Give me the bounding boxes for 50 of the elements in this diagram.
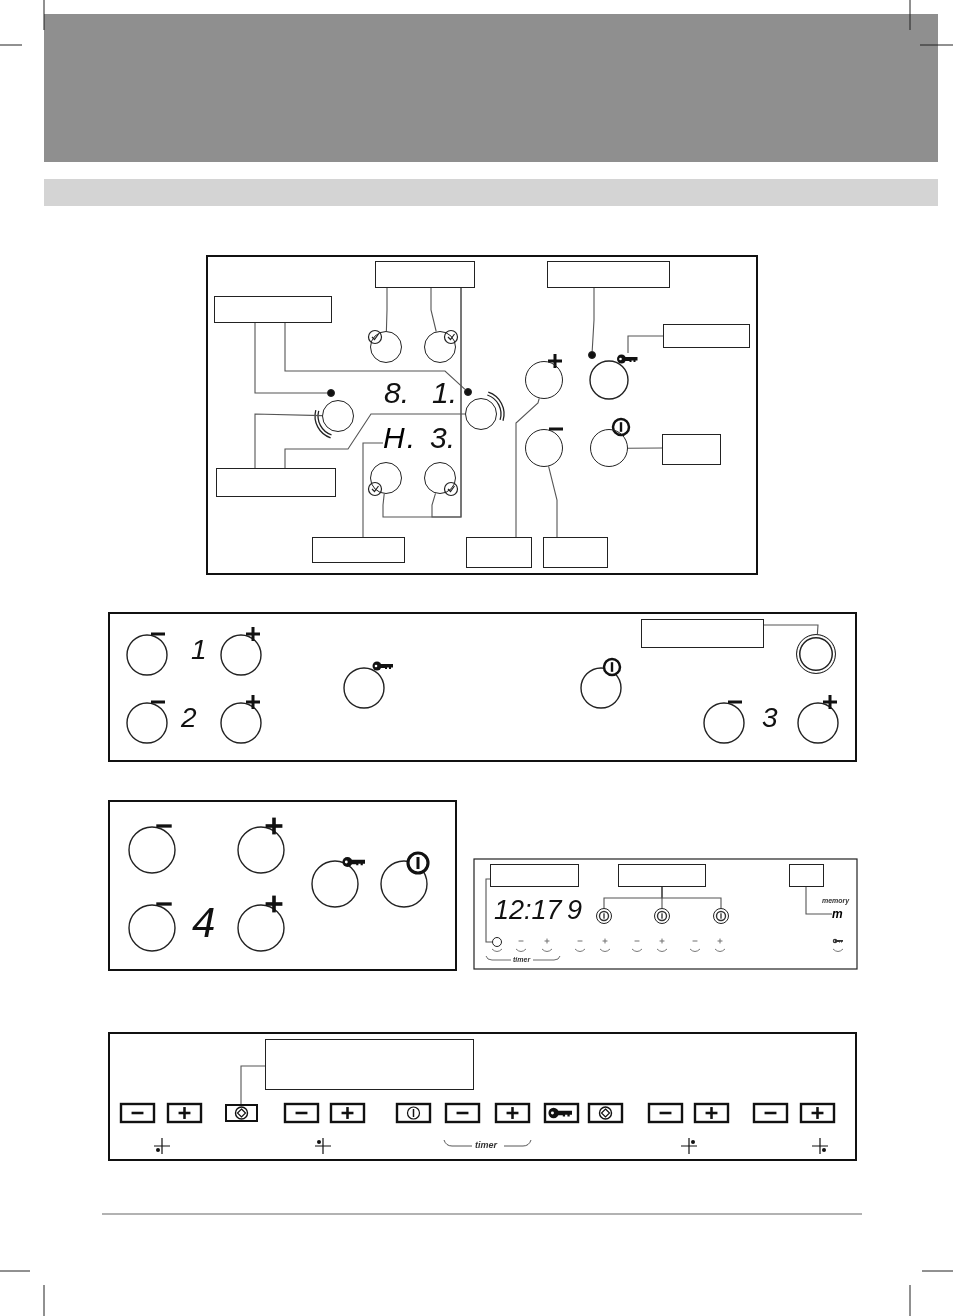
label-box [641, 619, 764, 648]
leader-line [284, 322, 466, 390]
display-time: 12:17 [494, 897, 562, 924]
label-box [547, 261, 670, 288]
leader-line [431, 287, 462, 518]
display-digit: 2 [181, 704, 197, 732]
label-box [618, 864, 706, 887]
label-box [663, 324, 750, 348]
label-box [375, 261, 475, 288]
label-box [466, 537, 532, 568]
leader-line [240, 1065, 266, 1105]
leader-line [254, 322, 328, 394]
display-digit: 4 [192, 902, 216, 944]
leader-line [591, 287, 595, 352]
label-box [312, 537, 405, 563]
leader-line [515, 397, 540, 538]
leader-line [254, 413, 323, 469]
leader-line [362, 442, 384, 538]
leader-line [430, 287, 437, 333]
leader-line [627, 335, 664, 354]
timer-label: timer [475, 1141, 497, 1150]
display-digit: 1 [191, 636, 207, 664]
indicator-dot [327, 389, 335, 397]
label-box [662, 434, 721, 465]
label-box [265, 1039, 474, 1090]
leader-line [485, 878, 493, 943]
indicator-dot [588, 351, 596, 359]
leader-line [661, 886, 722, 909]
ring-button [796, 634, 836, 674]
leader-line [548, 465, 558, 538]
leader-line [763, 624, 819, 635]
label-box [216, 468, 336, 497]
zone-select-button [225, 1104, 258, 1122]
display-digit: 8. [384, 378, 410, 408]
leader-line [805, 886, 833, 915]
display-digit: 3 [762, 704, 778, 732]
key-icon [617, 353, 639, 365]
leader-line [284, 413, 466, 469]
memory-key-label: m [832, 908, 844, 922]
label-box [490, 864, 579, 887]
label-box [214, 296, 332, 323]
label-box [789, 864, 824, 887]
display-digit: 3. [430, 423, 456, 453]
label-box [543, 537, 608, 568]
display-digit: 1. [432, 378, 458, 408]
display-digit: 9 [567, 897, 583, 924]
leader-line [627, 447, 663, 449]
leader-line [385, 287, 388, 332]
indicator-dot [464, 388, 472, 396]
display-digit: H. [383, 423, 421, 455]
